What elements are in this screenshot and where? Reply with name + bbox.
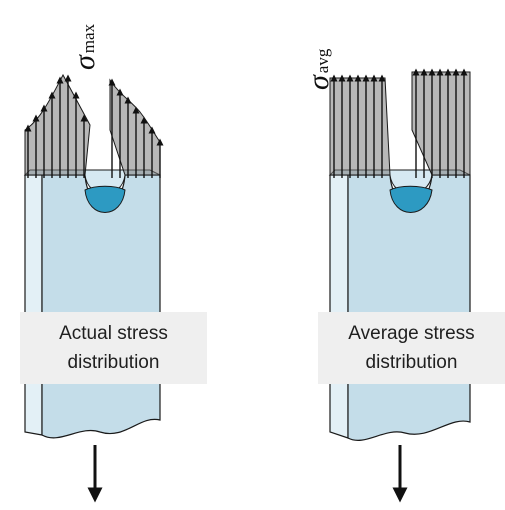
left-notch	[84, 185, 126, 213]
right-bar-front-face	[347, 174, 471, 441]
sigma-max-label: σmax	[68, 24, 102, 70]
right-specimen	[328, 68, 471, 503]
sigma-max-subscript: max	[79, 23, 98, 54]
left-caption-line1: Actual stress	[59, 323, 168, 344]
sigma-avg-subscript: avg	[313, 48, 332, 74]
right-caption-line1: Average stress	[348, 323, 475, 344]
left-bar-side-face	[24, 174, 43, 436]
left-stress-arrows	[24, 74, 164, 178]
right-caption-line2: distribution	[365, 352, 458, 373]
right-stress-arrows	[330, 68, 468, 178]
sigma-avg-symbol: σ	[302, 75, 335, 90]
left-caption: Actual stress distribution	[20, 312, 207, 384]
right-caption: Average stress distribution	[318, 312, 505, 384]
left-stress-envelope	[24, 73, 91, 176]
left-caption-line2: distribution	[67, 352, 160, 373]
right-stress-block-left	[329, 77, 391, 176]
sigma-avg-label: σavg	[302, 49, 336, 90]
left-bar-front-face	[41, 174, 161, 439]
right-bar-side-face	[329, 174, 349, 439]
right-notch	[389, 185, 433, 213]
left-specimen	[23, 73, 164, 503]
sigma-max-symbol: σ	[68, 55, 101, 70]
right-stress-block-right	[411, 71, 471, 176]
